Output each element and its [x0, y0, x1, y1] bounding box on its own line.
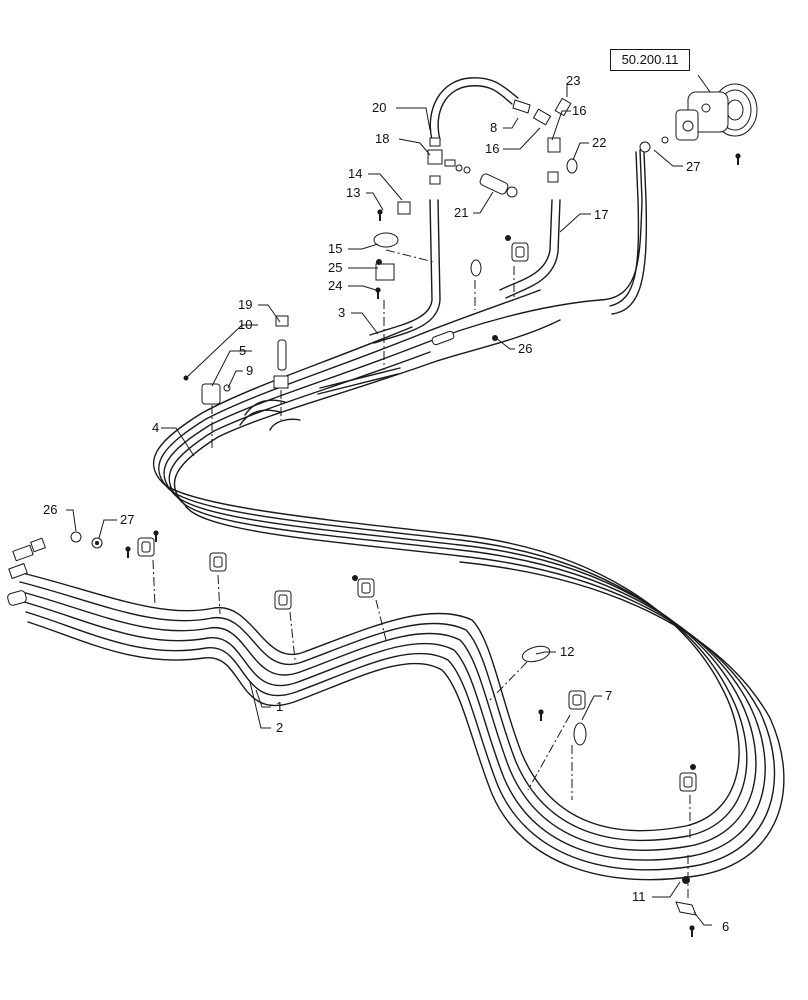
assembly-lines	[152, 249, 691, 900]
left-fittings	[7, 531, 103, 606]
fitting-8	[512, 99, 552, 126]
compressor-illustration	[639, 74, 758, 166]
callout-24: 24	[328, 278, 342, 293]
callout-14: 14	[348, 166, 362, 181]
callout-6: 6	[722, 919, 729, 934]
callout-19: 19	[238, 297, 252, 312]
callout-13: 13	[346, 185, 360, 200]
upper-fittings	[183, 97, 578, 405]
callout-22: 22	[592, 135, 606, 150]
callout-26-left: 26	[43, 502, 57, 517]
callout-11: 11	[632, 889, 646, 904]
bundle-clips	[124, 529, 697, 938]
callout-21: 21	[454, 205, 468, 220]
main-hose-bundle	[17, 149, 785, 881]
callout-12: 12	[560, 644, 574, 659]
callout-25: 25	[328, 260, 342, 275]
reference-section-box[interactable]: 50.200.11	[610, 49, 690, 71]
callout-1: 1	[276, 699, 283, 714]
callout-8: 8	[490, 120, 497, 135]
tee-fitting-18	[427, 137, 456, 185]
upper-hoses	[239, 77, 648, 431]
callout-27-left: 27	[120, 512, 134, 527]
callout-labels: 20 18 8 23 16 16 22 27 17 21 14 13 15 25…	[43, 73, 729, 934]
callout-26-top: 26	[518, 341, 532, 356]
callout-20: 20	[372, 100, 386, 115]
callout-16-right: 16	[572, 103, 586, 118]
callout-16-left: 16	[485, 141, 499, 156]
callout-27-top: 27	[686, 159, 700, 174]
callout-4: 4	[152, 420, 159, 435]
callout-5: 5	[239, 343, 246, 358]
callout-7: 7	[605, 688, 612, 703]
callout-17: 17	[594, 207, 608, 222]
callout-9: 9	[246, 363, 253, 378]
callout-2: 2	[276, 720, 283, 735]
callout-18: 18	[375, 131, 389, 146]
callout-10: 10	[238, 317, 252, 332]
callout-15: 15	[328, 241, 342, 256]
callout-3: 3	[338, 305, 345, 320]
leader-lines	[66, 83, 712, 926]
callout-23: 23	[566, 73, 580, 88]
